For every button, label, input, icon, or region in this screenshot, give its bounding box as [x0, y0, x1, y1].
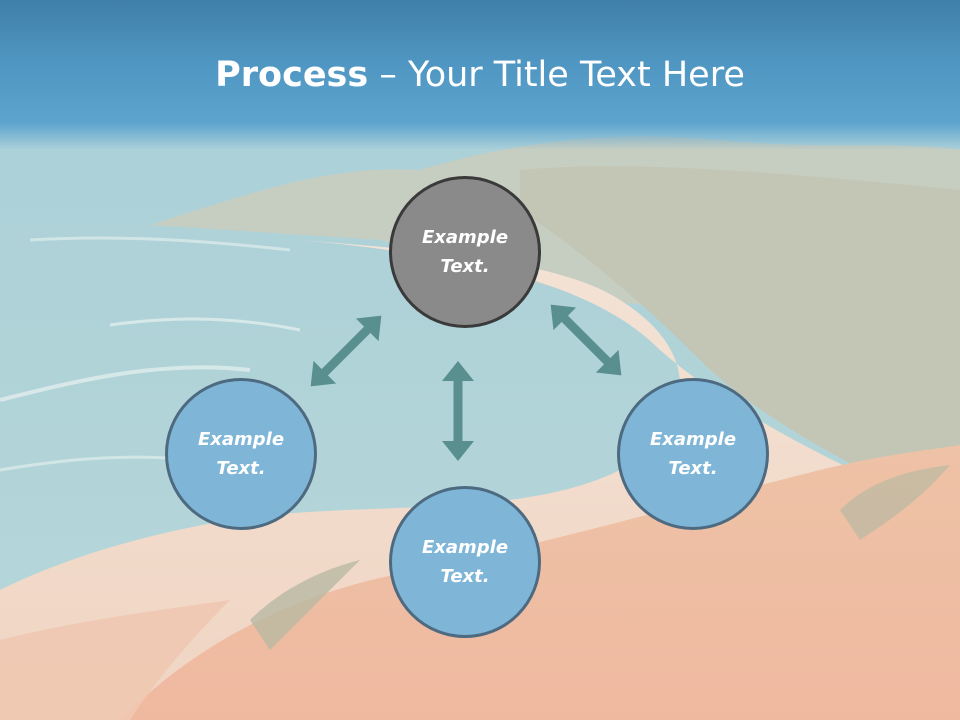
process-node-bottom: Example Text. [389, 486, 541, 638]
node-right-label: Example Text. [649, 429, 737, 479]
title-bar [0, 0, 960, 150]
node-left-label: Example Text. [197, 429, 285, 479]
arrow-top-to-left [310, 315, 382, 387]
process-node-right: Example Text. [617, 378, 769, 530]
title-rest-part: – Your Title Text Here [368, 55, 745, 95]
node-top-label: Example Text. [421, 227, 509, 277]
process-node-top: Example Text. [389, 176, 541, 328]
node-bottom-label: Example Text. [421, 537, 509, 587]
process-node-left: Example Text. [165, 378, 317, 530]
arrow-top-to-right [550, 304, 622, 376]
arrow-top-to-bottom [442, 361, 474, 461]
title-bold-part: Process [215, 55, 369, 95]
slide-title: Process – Your Title Text Here [0, 52, 960, 98]
